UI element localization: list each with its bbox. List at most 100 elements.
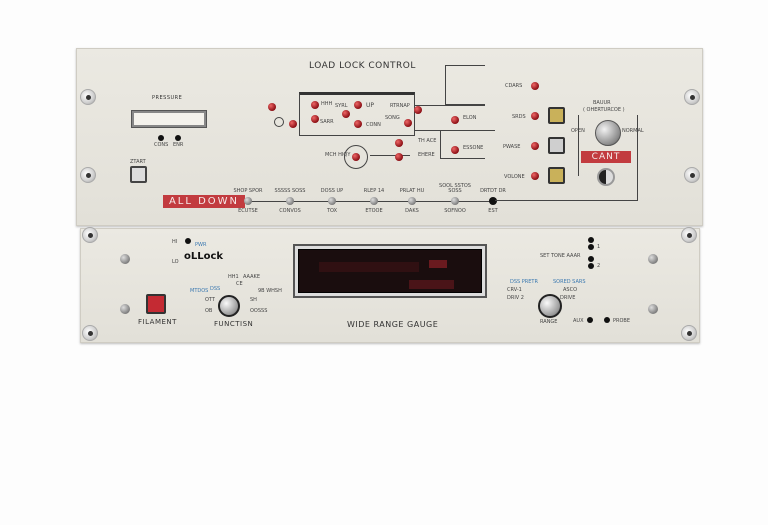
aux-jack[interactable] — [587, 317, 593, 323]
screw-icon — [80, 89, 96, 105]
key-title: BAUUR — [593, 100, 611, 106]
range-position: CRV-1 — [507, 287, 522, 293]
pressure-meter — [131, 110, 207, 128]
probe-label: PROBE — [613, 318, 631, 324]
gauge-label: WIDE RANGE GAUGE — [347, 320, 439, 329]
pressure-sub-label: CONS — [154, 142, 169, 148]
pressure-label: PRESSURE — [152, 95, 183, 101]
step-switch[interactable] — [286, 197, 294, 205]
screw-icon — [681, 325, 697, 341]
lamp-icon — [597, 168, 615, 186]
range-knob[interactable] — [538, 294, 562, 318]
all-down-label: ALL DOWN — [163, 195, 245, 208]
indicator-label: VOLONE — [504, 174, 525, 180]
key-switch[interactable] — [595, 120, 621, 146]
led — [404, 119, 412, 127]
indicator-dot — [175, 135, 181, 141]
jack-icon — [120, 304, 130, 314]
led — [395, 139, 403, 147]
diagram-label: SYRL — [335, 103, 348, 109]
led — [268, 103, 276, 111]
step-bottom-label: ECUTSE — [238, 208, 258, 214]
aux-label: AUX — [573, 318, 584, 324]
step-top-label: PRLAT HU — [399, 188, 425, 194]
diagram-label: RTRNAP — [390, 103, 410, 109]
start-button[interactable] — [130, 166, 147, 183]
screw-icon — [82, 227, 98, 243]
chamber-diagram — [299, 92, 415, 136]
hi-label: HI — [172, 239, 178, 245]
step-switch[interactable] — [328, 197, 336, 205]
lo-label: LO — [172, 259, 179, 265]
indicator-dot — [158, 135, 164, 141]
set-point-item: 1 — [597, 244, 601, 250]
function-position: 9B WHSH — [258, 288, 282, 294]
indicator-dot — [588, 237, 594, 243]
key-subtitle: ( OHERTURCOE ) — [583, 107, 625, 113]
function-position: SH — [250, 297, 257, 303]
filament-button[interactable] — [146, 294, 166, 314]
pwr-label: PWR — [195, 242, 207, 248]
mode-button-3[interactable] — [548, 167, 565, 184]
function-position: HH1 — [228, 274, 239, 280]
screw-icon — [80, 167, 96, 183]
diagram-label: SARR — [320, 119, 334, 125]
step-switch[interactable] — [451, 197, 459, 205]
set-point-label: SET TONE AAAR — [540, 253, 581, 259]
led — [531, 142, 539, 150]
diagram-label: UP — [366, 102, 375, 109]
cant-label: CANT — [581, 151, 631, 163]
led — [531, 172, 539, 180]
led — [531, 112, 539, 120]
indicator-dot — [185, 238, 191, 244]
function-position: MTDOS — [190, 288, 209, 294]
set-point-item: 2 — [597, 263, 601, 269]
range-position: DSS PRETR — [510, 279, 538, 285]
screw-icon — [681, 227, 697, 243]
probe-jack[interactable] — [604, 317, 610, 323]
function-position: OTT — [205, 297, 215, 303]
led — [414, 106, 422, 114]
diagram-label: SONG — [385, 115, 400, 121]
indicator-dot — [588, 263, 594, 269]
led — [531, 82, 539, 90]
led — [395, 153, 403, 161]
screw-icon — [684, 167, 700, 183]
function-position: DSS — [210, 286, 221, 292]
range-position: DRIV 2 — [507, 295, 524, 301]
led — [311, 101, 319, 109]
function-position: OB — [205, 308, 213, 314]
step-bottom-label: CONVOS — [279, 208, 301, 214]
indicator-label: SRDS — [512, 114, 526, 120]
step-switch[interactable] — [489, 197, 497, 205]
step-top-label: DRTDT DR — [480, 188, 506, 194]
key-right-label: NORMAL — [622, 128, 644, 134]
indicator-label: CDARS — [505, 83, 523, 89]
mode-button-1[interactable] — [548, 107, 565, 124]
step-top-label: SOOL SSTOS SOSS — [439, 183, 471, 194]
range-position: SORED SARS — [553, 279, 586, 285]
step-switch[interactable] — [370, 197, 378, 205]
function-position: OOSSS — [250, 308, 268, 314]
diagram-label: TH ACE — [418, 138, 437, 144]
filament-label: FILAMENT — [138, 318, 177, 326]
key-left-label: OPEN — [571, 128, 585, 134]
diagram-label: CONN — [366, 122, 381, 128]
step-bottom-label: EST — [488, 208, 498, 214]
mode-button-2[interactable] — [548, 137, 565, 154]
diagram-label: ESSONE — [463, 145, 484, 151]
step-top-label: SHOP SPOR — [233, 188, 263, 194]
step-bottom-label: DAKS — [405, 208, 419, 214]
function-label: FUNCTISN — [214, 320, 254, 328]
indicator-dot — [588, 256, 594, 262]
step-switch[interactable] — [244, 197, 252, 205]
info-icon — [274, 117, 284, 127]
diagram-label: HHH — [321, 101, 333, 107]
step-top-label: DOSS UP — [320, 188, 344, 194]
step-bottom-label: ETOOE — [365, 208, 383, 214]
jack-icon — [648, 304, 658, 314]
led — [354, 120, 362, 128]
step-switch[interactable] — [408, 197, 416, 205]
pump-icon — [344, 145, 368, 169]
function-knob[interactable] — [218, 295, 240, 317]
